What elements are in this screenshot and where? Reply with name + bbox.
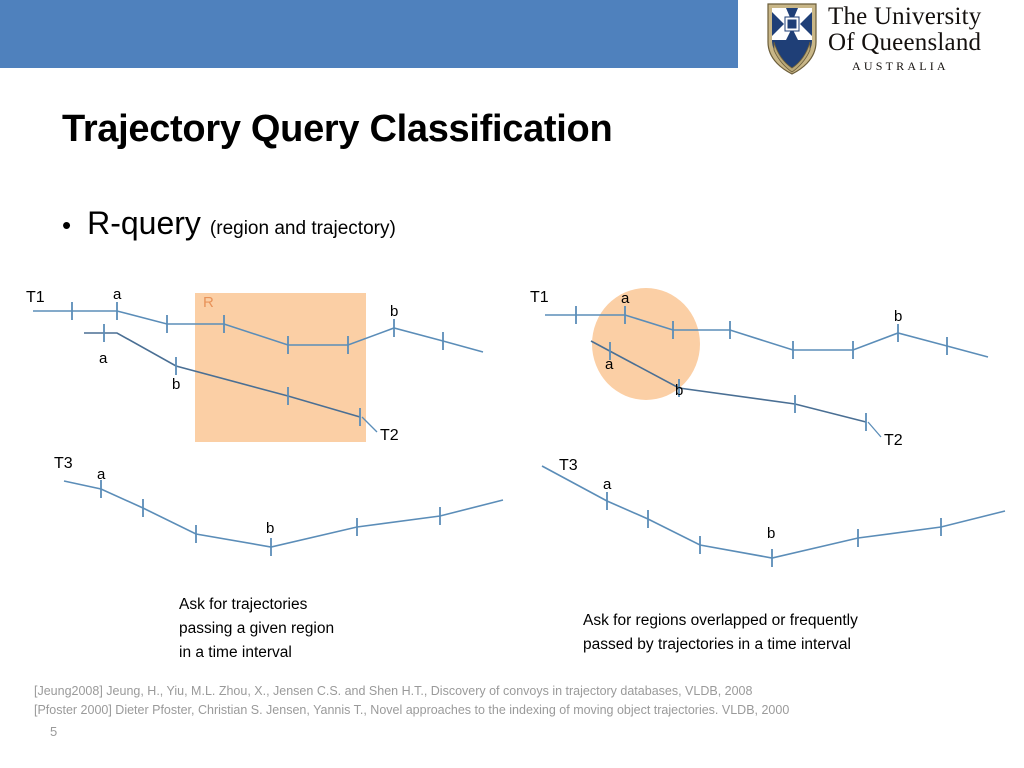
slide-number: 5 (50, 724, 58, 739)
logo-line-1: The University (828, 3, 982, 30)
point-label-b: b (172, 376, 180, 393)
trajectory-right-T3: T3 a b (541, 457, 1006, 567)
point-label-a: a (603, 476, 612, 493)
caption-left-line-2: passing a given region (179, 620, 335, 638)
trajectory-left-T1: T1 a b (26, 286, 484, 354)
trajectory-path-T1 (33, 310, 484, 353)
uq-crest-icon (767, 3, 817, 75)
reference-line-2: [Pfoster 2000] Dieter Pfoster, Christian… (34, 703, 790, 717)
trajectory-label-T2: T2 (884, 432, 903, 449)
reference-line-1: [Jeung2008] Jeung, H., Yiu, M.L. Zhou, X… (34, 684, 753, 698)
logo-line-2: Of Queensland (828, 28, 982, 56)
page-title: Trajectory Query Classification (62, 108, 613, 150)
point-label-a: a (99, 350, 108, 367)
point-label-b: b (390, 303, 398, 320)
trajectory-right-T1: T1 a b (530, 289, 989, 359)
uq-logo: The University Of Queensland AUSTRALIA (760, 2, 1020, 82)
leader-line (361, 416, 378, 433)
caption-right-line-1: Ask for regions overlapped or frequently (583, 612, 858, 629)
trajectory-label-T1: T1 (530, 289, 549, 306)
trajectory-left-T3: T3 a b (54, 455, 504, 556)
point-label-a: a (621, 290, 630, 307)
point-label-a: a (97, 466, 106, 483)
region-ellipse (592, 288, 700, 400)
bullet-main-text: R-query (87, 205, 201, 241)
caption-right: Ask for regions overlapped or frequently… (583, 609, 858, 657)
trajectory-path-T2 (590, 340, 867, 423)
caption-left-line-3: in a time interval (179, 644, 292, 662)
logo-line-3: AUSTRALIA (852, 59, 949, 73)
trajectory-label-T1: T1 (26, 289, 45, 306)
leader-line (867, 421, 882, 438)
uq-logo-wordmark: The University Of Queensland AUSTRALIA (828, 4, 1020, 72)
trajectory-path-T2 (84, 332, 361, 418)
trajectory-label-T3: T3 (559, 457, 578, 474)
region-label: R (203, 294, 214, 311)
point-label-a: a (605, 356, 614, 373)
point-label-b: b (266, 520, 274, 537)
trajectory-path-T1 (545, 314, 989, 358)
caption-left: Ask for trajectories passing a given regi… (179, 593, 334, 665)
trajectory-left-T2: T2 a b (84, 324, 399, 444)
trajectory-label-T3: T3 (54, 455, 73, 472)
point-label-b: b (894, 308, 902, 325)
trajectory-label-T2: T2 (380, 427, 399, 444)
trajectory-right-T2: T2 a b (590, 340, 903, 449)
point-label-b: b (675, 382, 683, 399)
references-footer: [Jeung2008] Jeung, H., Yiu, M.L. Zhou, X… (34, 682, 1014, 720)
bullet-item-r-query: • R-query (region and trajectory) (62, 205, 396, 242)
trajectory-path-T3 (63, 480, 504, 548)
region-rectangle (195, 293, 366, 442)
trajectory-path-T3 (541, 465, 1006, 559)
caption-right-line-2: passed by trajectories in a time interva… (583, 636, 851, 654)
bullet-sub-text: (region and trajectory) (209, 218, 396, 239)
point-label-a: a (113, 286, 122, 303)
point-label-b: b (767, 525, 775, 542)
header-accent-bar (0, 0, 738, 68)
caption-left-line-1: Ask for trajectories (179, 596, 308, 613)
bullet-marker-icon: • (62, 210, 72, 240)
